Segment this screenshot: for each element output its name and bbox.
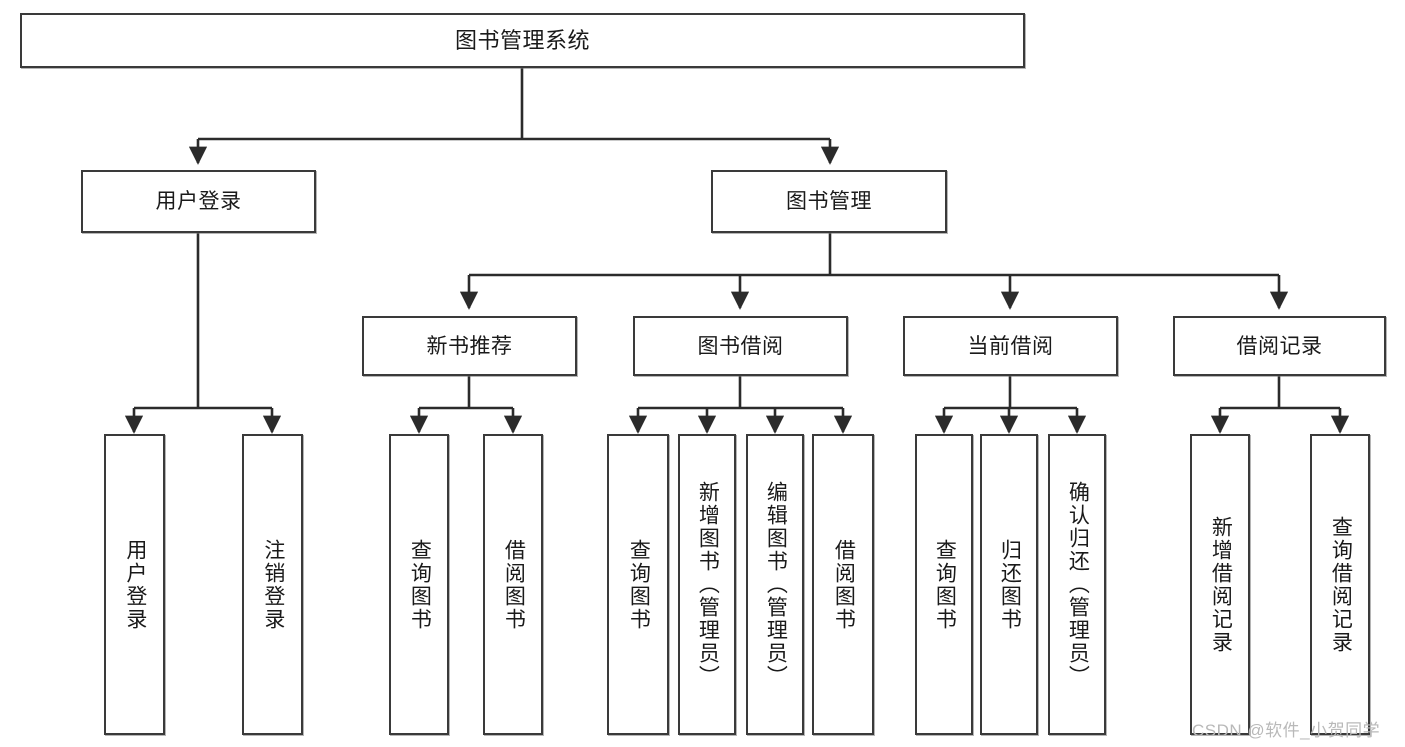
- node-current-borrow[interactable]: 当前借阅: [903, 316, 1118, 376]
- node-book-management[interactable]: 图书管理: [711, 170, 947, 233]
- node-borrow-record-label: 借阅记录: [1236, 334, 1323, 358]
- leaf-return-book[interactable]: 归还图书: [980, 434, 1038, 735]
- leaf-query-borrow-record[interactable]: 查询借阅记录: [1310, 434, 1370, 735]
- leaf-query-book[interactable]: 查询图书: [607, 434, 669, 735]
- leaf-confirm-return-admin[interactable]: 确认归还（管理员）: [1048, 434, 1106, 735]
- node-book-borrow[interactable]: 图书借阅: [633, 316, 848, 376]
- leaf-borrow-book-label: 借阅图书: [832, 538, 856, 631]
- leaf-logout-label: 注销登录: [261, 538, 285, 631]
- node-new-book-recommend[interactable]: 新书推荐: [362, 316, 577, 376]
- leaf-add-borrow-record-label: 新增借阅记录: [1209, 515, 1233, 654]
- leaf-user-login-label: 用户登录: [123, 538, 147, 631]
- node-user-login[interactable]: 用户登录: [81, 170, 316, 233]
- leaf-edit-book-admin[interactable]: 编辑图书（管理员）: [746, 434, 804, 735]
- leaf-user-login[interactable]: 用户登录: [104, 434, 165, 735]
- node-root[interactable]: 图书管理系统: [20, 13, 1025, 68]
- watermark-text: CSDN @软件_小贺同学: [1192, 721, 1381, 740]
- leaf-borrow-book[interactable]: 借阅图书: [812, 434, 874, 735]
- leaf-return-book-label: 归还图书: [998, 538, 1022, 631]
- node-new-book-recommend-label: 新书推荐: [426, 334, 513, 358]
- node-root-label: 图书管理系统: [454, 27, 590, 53]
- leaf-add-book-admin[interactable]: 新增图书（管理员）: [678, 434, 736, 735]
- leaf-logout[interactable]: 注销登录: [242, 434, 303, 735]
- node-user-login-label: 用户登录: [155, 190, 242, 213]
- leaf-add-book-admin-label: 新增图书（管理员）: [696, 481, 720, 688]
- leaf-borrow-book-recommend-label: 借阅图书: [502, 538, 526, 631]
- leaf-query-book-recommend[interactable]: 查询图书: [389, 434, 449, 735]
- node-book-management-label: 图书管理: [786, 190, 872, 213]
- leaf-query-book-label: 查询图书: [627, 538, 651, 631]
- leaf-borrow-book-recommend[interactable]: 借阅图书: [483, 434, 543, 735]
- leaf-query-book-current-label: 查询图书: [933, 538, 957, 631]
- node-book-borrow-label: 图书借阅: [697, 334, 784, 358]
- node-current-borrow-label: 当前借阅: [967, 334, 1054, 358]
- leaf-query-borrow-record-label: 查询借阅记录: [1329, 515, 1353, 654]
- leaf-confirm-return-admin-label: 确认归还（管理员）: [1066, 481, 1090, 688]
- leaf-edit-book-admin-label: 编辑图书（管理员）: [764, 481, 788, 688]
- leaf-query-book-recommend-label: 查询图书: [408, 538, 432, 631]
- leaf-query-book-current[interactable]: 查询图书: [915, 434, 973, 735]
- leaf-add-borrow-record[interactable]: 新增借阅记录: [1190, 434, 1250, 735]
- node-borrow-record[interactable]: 借阅记录: [1173, 316, 1386, 376]
